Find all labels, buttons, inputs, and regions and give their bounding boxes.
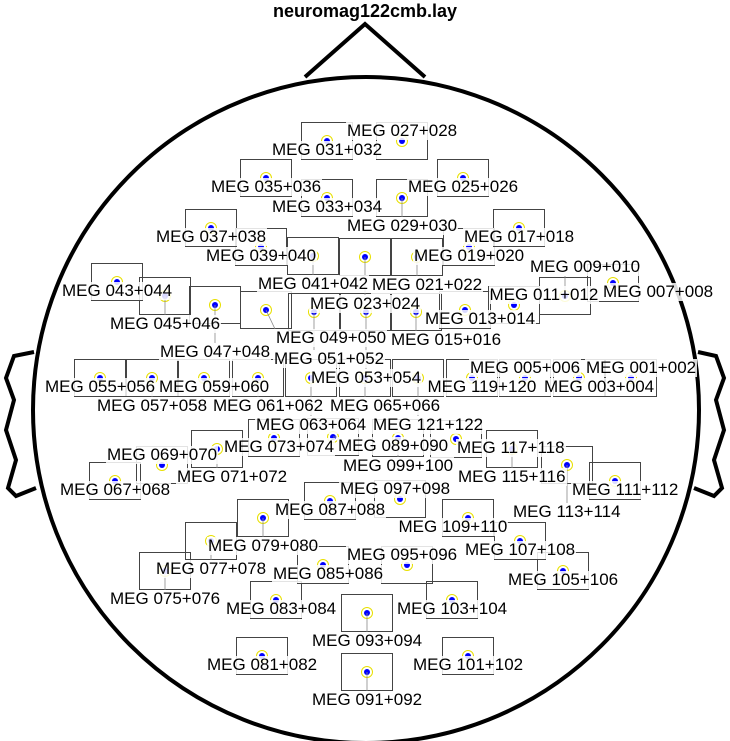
sensor-label: MEG 105+106 — [507, 570, 620, 589]
sensor-label: MEG 099+100 — [342, 456, 455, 475]
sensor-label: MEG 121+122 — [372, 415, 485, 434]
sensor-label: MEG 107+108 — [464, 540, 577, 559]
right-ear — [693, 350, 727, 499]
left-ear — [3, 350, 37, 499]
sensor-label: MEG 039+040 — [205, 246, 318, 265]
sensor-label: MEG 027+028 — [346, 121, 459, 140]
sensor-dot-icon — [397, 496, 403, 502]
sensor-label: MEG 057+058 — [96, 396, 209, 415]
sensor-label: MEG 069+070 — [106, 445, 219, 464]
sensor-label: MEG 051+052 — [273, 349, 386, 368]
sensor-label: MEG 111+112 — [571, 480, 680, 499]
sensor-label: MEG 041+042 — [257, 274, 370, 293]
sensor-label: MEG 049+050 — [275, 328, 388, 347]
sensor-label: MEG 013+014 — [424, 309, 537, 328]
sensor-label: MEG 119+120 — [426, 377, 538, 396]
sensor-dot-icon — [399, 138, 405, 144]
sensor-label: MEG 079+080 — [207, 536, 320, 555]
sensor-label: MEG 047+048 — [159, 342, 272, 361]
sensor-label: MEG 063+064 — [255, 415, 368, 434]
sensor-label: MEG 031+032 — [271, 140, 384, 159]
layout-title: neuromag122cmb.lay — [272, 1, 458, 21]
sensor-label: MEG 083+084 — [225, 599, 338, 618]
sensor-label: MEG 011+012 — [488, 285, 600, 304]
sensor-label: MEG 021+022 — [371, 275, 484, 294]
sensor-label: MEG 001+002 — [585, 358, 698, 377]
sensor-label: MEG 089+090 — [337, 436, 450, 455]
sensor-label: MEG 065+066 — [329, 396, 442, 415]
sensor-label: MEG 109+110 — [397, 517, 509, 536]
sensor-label: MEG 025+026 — [407, 177, 520, 196]
sensor-label: MEG 045+046 — [109, 314, 222, 333]
sensor-label: MEG 073+074 — [223, 437, 336, 456]
nose-shape — [303, 21, 427, 79]
sensor-label: MEG 009+010 — [529, 257, 642, 276]
sensor-label: MEG 055+056 — [44, 377, 157, 396]
sensor-label: MEG 077+078 — [155, 559, 268, 578]
sensor-label: MEG 115+116 — [457, 467, 567, 486]
sensor-label: MEG 023+024 — [309, 294, 422, 313]
sensor-label: MEG 043+044 — [61, 281, 174, 300]
sensor-label: MEG 053+054 — [310, 368, 423, 387]
sensor-label: MEG 087+088 — [274, 500, 387, 519]
sensor-label: MEG 075+076 — [109, 589, 222, 608]
sensor-label: MEG 071+072 — [176, 467, 289, 486]
sensor-label: MEG 067+068 — [59, 480, 172, 499]
sensor-label: MEG 093+094 — [311, 631, 424, 650]
sensor-dot-icon — [159, 462, 165, 468]
sensor-label: MEG 103+104 — [396, 599, 509, 618]
sensor-label: MEG 061+062 — [212, 396, 325, 415]
sensor-label: MEG 095+096 — [346, 545, 459, 564]
sensor-label: MEG 029+030 — [346, 216, 459, 235]
sensor-label: MEG 037+038 — [155, 227, 268, 246]
sensor-label: MEG 117+118 — [456, 438, 566, 457]
head-circle — [31, 75, 701, 741]
sensor-label: MEG 033+034 — [271, 197, 384, 216]
sensor-label: MEG 097+098 — [339, 479, 452, 498]
sensor-label: MEG 007+008 — [602, 282, 715, 301]
sensor-label: MEG 085+086 — [272, 564, 385, 583]
sensor-label: MEG 101+102 — [412, 655, 525, 674]
leader-line — [265, 309, 276, 330]
sensor-label: MEG 091+092 — [311, 690, 424, 709]
sensor-label: MEG 113+114 — [512, 502, 622, 521]
sensor-dot-icon — [404, 562, 410, 568]
sensor-label: MEG 019+020 — [413, 246, 526, 265]
sensor-label: MEG 035+036 — [210, 177, 323, 196]
sensor-label: MEG 005+006 — [469, 358, 582, 377]
sensor-label: MEG 059+060 — [158, 377, 271, 396]
sensor-label: MEG 003+004 — [543, 377, 656, 396]
sensor-label: MEG 081+082 — [206, 655, 319, 674]
sensor-ring-icon — [260, 304, 272, 316]
sensor-label: MEG 017+018 — [463, 227, 576, 246]
sensor-dot-icon — [511, 302, 517, 308]
sensor-label: MEG 015+016 — [390, 330, 503, 349]
